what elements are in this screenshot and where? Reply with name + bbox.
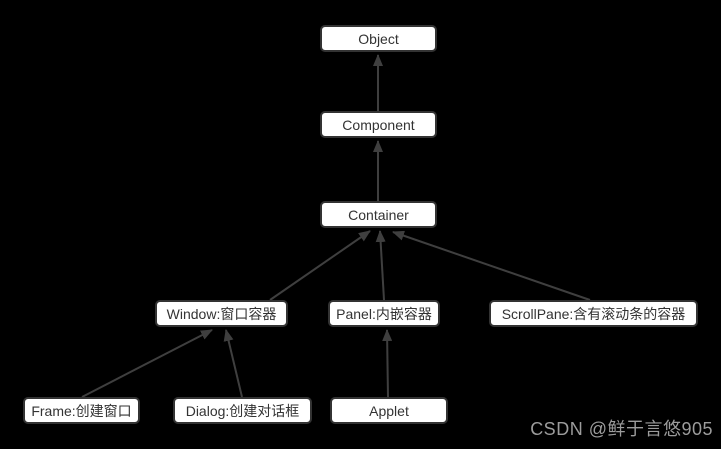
class-node-scrollpane: ScrollPane:含有滚动条的容器 [489,300,698,327]
edge-window-to-container [269,230,371,301]
edge-frame-to-window [81,329,213,398]
class-node-frame: Frame:创建窗口 [23,397,140,424]
class-node-window: Window:窗口容器 [155,300,288,327]
class-node-applet: Applet [330,397,448,424]
class-node-object: Object [320,25,437,52]
class-node-panel: Panel:内嵌容器 [328,300,440,327]
edge-scrollpane-to-container [392,230,591,301]
csdn-watermark: CSDN @鲜于言悠905 [530,419,713,439]
class-node-component: Component [320,111,437,138]
edge-dialog-to-window [223,329,243,398]
edge-panel-to-container [375,230,386,301]
class-node-dialog: Dialog:创建对话框 [173,397,312,424]
class-node-container: Container [320,201,437,228]
edge-applet-to-panel [382,329,393,398]
